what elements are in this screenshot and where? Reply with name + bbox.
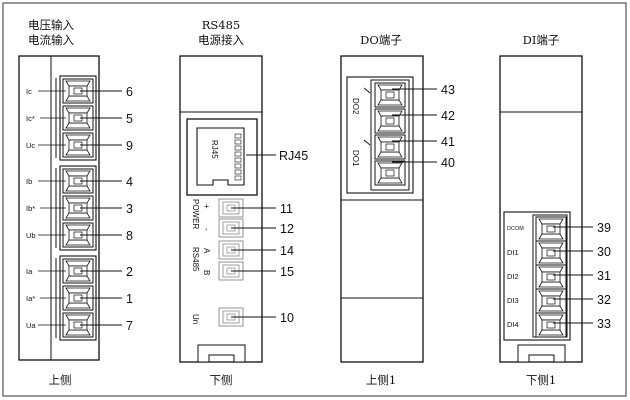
terminal-number-8: 8 [126,229,133,243]
rs485-power-module: RS485 电源接入 RJ45 RJ45 POWER RS485 Un + - … [179,18,308,387]
terminal-label-ib: Ib [26,177,32,186]
terminal-label-di2: DI2 [507,272,519,281]
terminal-label-ia-star: Ia* [26,294,35,303]
terminal-label-ic: Ic [26,87,32,96]
terminal-number-11: 11 [280,202,293,216]
terminal-label-di3: DI3 [507,296,519,305]
terminal-number-41: 41 [441,135,455,149]
di-module: DI端子 DCOM DI1 DI2 DI3 DI4 39 30 31 32 33… [499,33,611,387]
terminal-number-42: 42 [441,109,455,123]
rs485-label: RS485 [191,247,200,272]
rj45-callout: RJ45 [279,149,308,163]
rj45-port-label: RJ45 [210,140,219,159]
terminal-label-ia: Ia [26,267,33,276]
rs485-a-label: A [202,248,211,254]
terminal-number-32: 32 [597,293,611,307]
power-label: POWER [191,199,200,229]
power-minus-sign: - [202,228,211,231]
module1-title-line1: 电压输入 [28,18,74,32]
terminal-number-12: 12 [280,222,294,236]
terminal-number-40: 40 [441,156,455,170]
module4-title: DI端子 [523,33,560,47]
module2-din-clip [197,344,246,363]
do1-label: DO1 [351,150,360,167]
module2-title-line2: 电源接入 [198,33,244,47]
terminal-number-6: 6 [126,85,133,99]
voltage-current-module: 电压输入 电流输入 Ic Ic* Uc 6 5 9 Ib Ib* Ub [18,18,133,387]
terminal-number-33: 33 [597,317,611,331]
module1-footer: 上侧 [49,373,72,387]
module4-footer: 下侧1 [526,373,556,387]
module2-footer: 下侧 [210,373,233,387]
terminal-label-di1: DI1 [507,248,519,257]
terminal-label-ub: Ub [26,231,36,240]
terminal-number-15: 15 [280,265,294,279]
un-label: Un [191,314,200,324]
terminal-number-7: 7 [126,319,133,333]
terminal-number-1: 1 [126,292,133,306]
terminal-label-ua: Ua [26,321,36,330]
module4-din-clip [517,344,566,363]
terminal-number-14: 14 [280,244,294,258]
rs485-b-label: B [202,270,211,275]
module1-title-line2: 电流输入 [28,33,74,47]
rj45-port: RJ45 [186,118,258,196]
terminal-number-39: 39 [597,221,611,235]
terminal-number-31: 31 [597,269,611,283]
terminal-label-ic-star: Ic* [26,114,35,123]
terminal-number-3: 3 [126,202,133,216]
module2-title-line1: RS485 [202,18,241,32]
do-module: DO端子 DO2 DO1 43 42 41 40 上侧1 [340,33,455,387]
module3-title: DO端子 [360,33,402,47]
terminal-label-di4: DI4 [507,320,519,329]
terminal-number-30: 30 [597,245,611,259]
outer-frame [2,2,627,397]
terminal-number-5: 5 [126,112,133,126]
terminal-number-2: 2 [126,265,133,279]
module3-footer: 上侧1 [366,373,396,387]
power-plus-sign: + [202,204,211,209]
terminal-number-43: 43 [441,83,455,97]
terminal-label-dcom: DCOM [507,226,524,232]
terminal-number-9: 9 [126,139,133,153]
terminal-label-ib-star: Ib* [26,204,35,213]
do2-label: DO2 [351,98,360,115]
terminal-number-10: 10 [280,311,294,325]
terminal-number-4: 4 [126,175,133,189]
terminal-label-uc: Uc [26,141,35,150]
